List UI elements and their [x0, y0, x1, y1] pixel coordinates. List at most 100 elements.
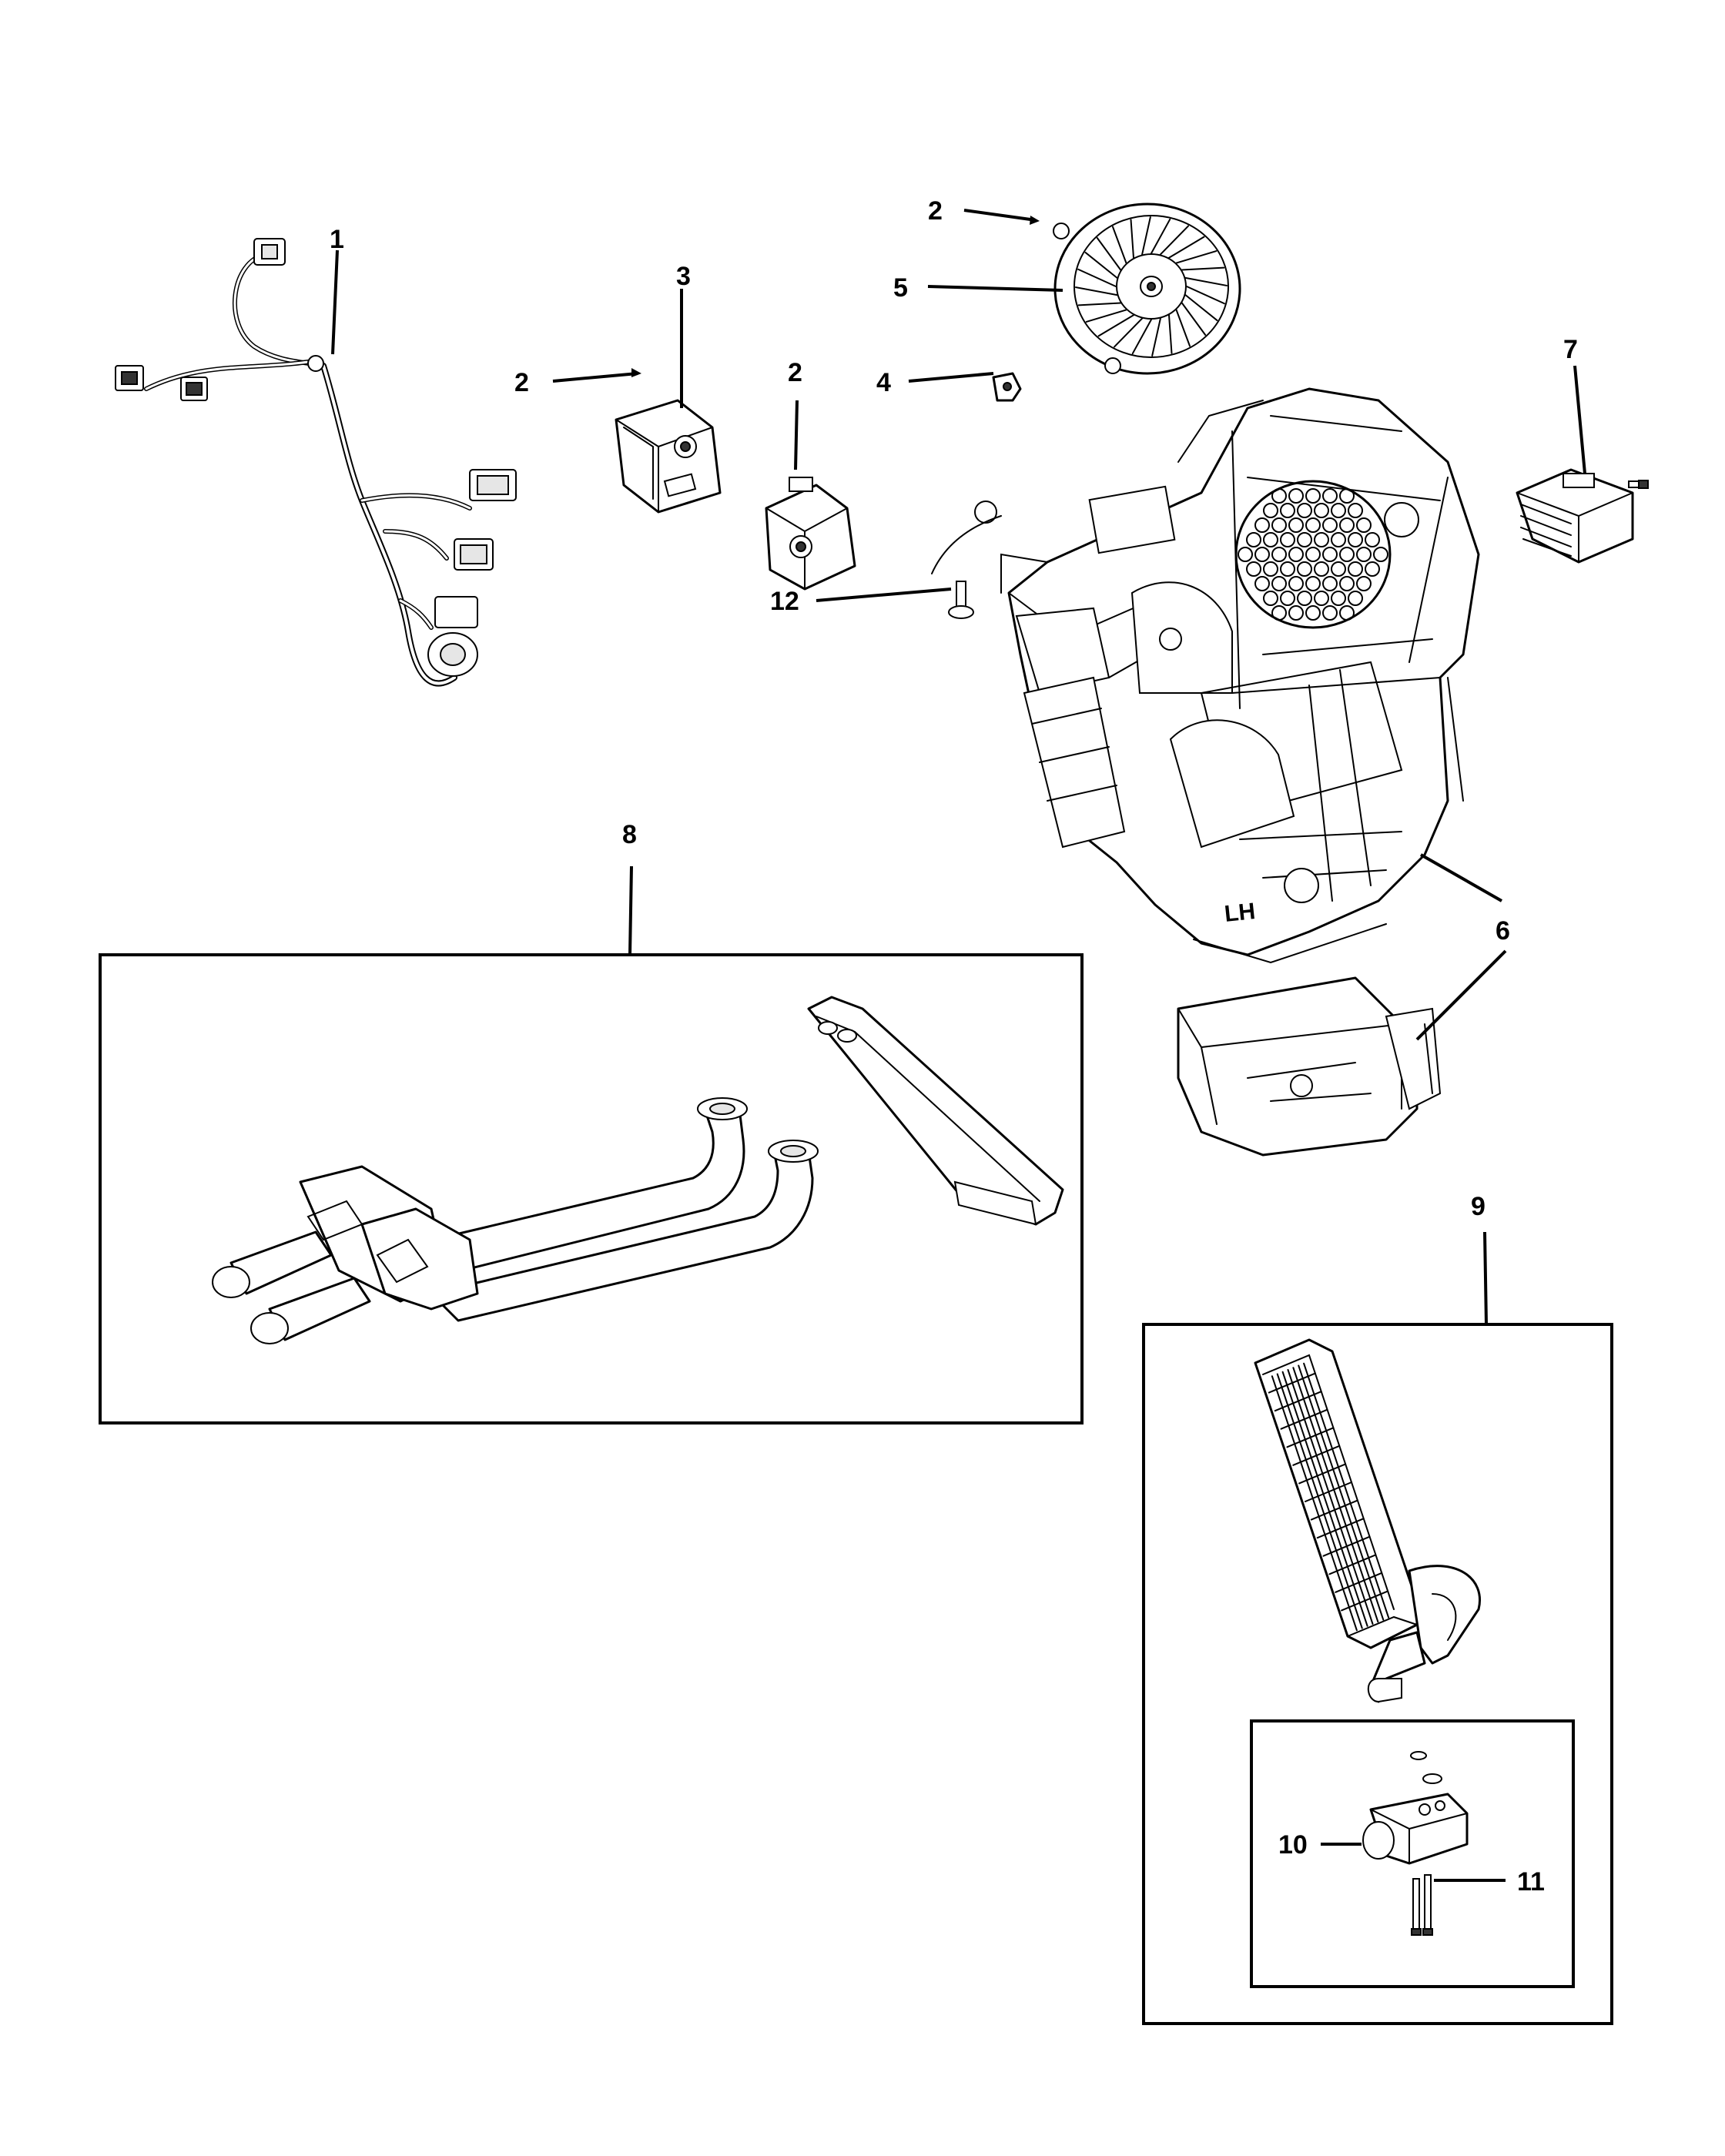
grille-cell	[1288, 488, 1304, 504]
callout-7: 7	[1563, 335, 1578, 364]
grille-cell	[1339, 547, 1355, 562]
evaporator-fin	[1298, 1364, 1385, 1621]
grille-cell	[1263, 503, 1278, 518]
bolts-part-11	[1411, 1874, 1433, 1936]
evaporator-fin	[1271, 1375, 1358, 1632]
grille-cell	[1297, 561, 1312, 577]
callout-5: 5	[893, 273, 908, 303]
fan-blade	[1085, 309, 1127, 323]
callout-11: 11	[1517, 1867, 1545, 1897]
grille-cell	[1356, 576, 1372, 591]
grille-cell	[1356, 547, 1372, 562]
grille-cell	[1356, 517, 1372, 533]
blower-resistor-part-7	[1516, 468, 1649, 564]
grille-cell	[1305, 576, 1321, 591]
fan-blade	[1168, 236, 1205, 259]
evaporator-fin	[1316, 1518, 1365, 1539]
grille-cell	[1271, 547, 1287, 562]
actuator-part-2	[765, 477, 856, 591]
grille-cell	[1339, 576, 1355, 591]
grille-cell	[1288, 605, 1304, 621]
expansion-valve-box	[1250, 1719, 1575, 1988]
fan-blade	[1159, 225, 1189, 256]
grille-cell	[1254, 517, 1270, 533]
grille-cell	[1271, 576, 1287, 591]
grille-cell	[1288, 517, 1304, 533]
grille-cell	[1314, 503, 1329, 518]
grille-cell	[1305, 547, 1321, 562]
grille-cell	[1314, 561, 1329, 577]
evaporator-fin	[1322, 1535, 1371, 1557]
grille-cell	[1280, 591, 1295, 606]
fan-blade	[1130, 219, 1134, 259]
grille-cell	[1314, 532, 1329, 547]
grille-cell	[1254, 547, 1270, 562]
evaporator-fin	[1281, 1371, 1368, 1627]
grille-cell	[1348, 532, 1363, 547]
fan-blade	[1084, 251, 1118, 279]
heater-core-box-8	[99, 953, 1084, 1424]
fan-blade	[1131, 319, 1152, 355]
grille-cell	[1322, 517, 1338, 533]
grille-cell	[1297, 532, 1312, 547]
evaporator-fin	[1274, 1391, 1322, 1412]
leader-lines	[331, 209, 1586, 1882]
callout-8: 8	[622, 820, 637, 849]
grille-cell	[1254, 576, 1270, 591]
fan-blade	[1096, 237, 1122, 271]
evaporator-core	[1254, 1338, 1481, 1703]
grille-cell	[1305, 488, 1321, 504]
heater-core-pipes	[212, 1097, 819, 1344]
actuator-part-3	[615, 399, 722, 514]
fan-blade	[1151, 218, 1171, 254]
expansion-valve-part-10	[1362, 1751, 1469, 1865]
fan-blade	[1184, 294, 1218, 322]
evaporator-fin	[1280, 1408, 1328, 1430]
fan-blade	[1077, 302, 1122, 306]
blower-motor-part-5	[1053, 203, 1241, 375]
evaporator-fin	[1287, 1369, 1374, 1625]
grille-cell	[1280, 503, 1295, 518]
grille-cell	[1305, 605, 1321, 621]
evaporator-fin	[1298, 1463, 1347, 1485]
grille-cell	[1263, 532, 1278, 547]
fan-blade	[1181, 266, 1225, 271]
grille-cell	[1246, 561, 1261, 577]
grille-cell	[1280, 561, 1295, 577]
grille-cell	[1246, 532, 1261, 547]
fan-blade	[1114, 317, 1144, 348]
grille-cell	[1288, 547, 1304, 562]
callout-9: 9	[1471, 1192, 1486, 1221]
grille-cell	[1322, 547, 1338, 562]
fan-blade	[1184, 276, 1228, 286]
grille-cell	[1365, 532, 1380, 547]
grille-cell	[1314, 591, 1329, 606]
callout-2-middle: 2	[788, 358, 802, 387]
fan-blade	[1175, 309, 1191, 347]
grille-cell	[1331, 591, 1346, 606]
grille-cell	[1348, 503, 1363, 518]
fan-blade	[1151, 317, 1161, 357]
grille-cell	[1280, 532, 1295, 547]
callout-4: 4	[876, 368, 891, 397]
evaporator-fin	[1292, 1367, 1379, 1623]
housing-lower-case-part-6	[1177, 976, 1442, 1157]
fan-blade	[1141, 216, 1151, 256]
evaporator-fin	[1341, 1590, 1389, 1612]
housing-marking: LH	[1223, 899, 1256, 927]
callout-10: 10	[1278, 1830, 1308, 1860]
evaporator-fin	[1335, 1572, 1383, 1593]
evaporator-box-9	[1142, 1323, 1613, 2025]
fan-blade	[1097, 314, 1134, 337]
grille-cell	[1305, 517, 1321, 533]
grille-cell	[1238, 547, 1253, 562]
grille-cell	[1331, 561, 1346, 577]
grille-cell	[1322, 488, 1338, 504]
evaporator-fin	[1292, 1445, 1341, 1466]
callout-6: 6	[1496, 916, 1510, 946]
grille-cell	[1339, 517, 1355, 533]
grille-cell	[1331, 532, 1346, 547]
evaporator-fin	[1328, 1554, 1377, 1575]
grille-cell	[1297, 503, 1312, 518]
callout-12: 12	[770, 587, 799, 616]
